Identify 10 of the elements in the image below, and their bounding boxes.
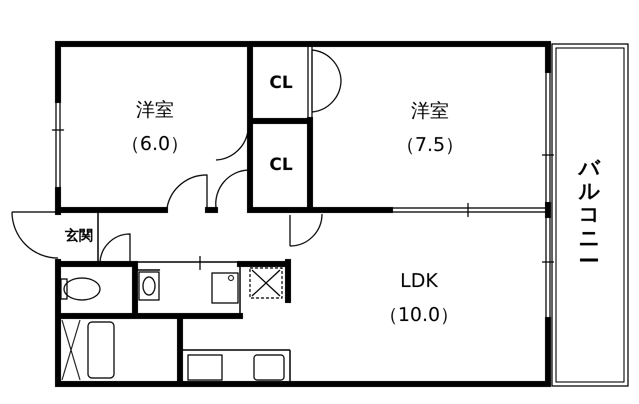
room-label: 洋室: [411, 98, 449, 124]
room-label: CL: [269, 73, 293, 95]
room-label: （7.5）: [396, 133, 464, 158]
room-label: 洋室: [136, 98, 174, 123]
room-label: CL: [269, 155, 293, 177]
room-label: （6.0）: [120, 132, 190, 157]
room-label: 玄関: [65, 228, 93, 246]
room-label: LDK: [400, 268, 438, 294]
room-label: （10.0）: [378, 303, 460, 328]
room-label: バルコニー: [578, 157, 600, 273]
